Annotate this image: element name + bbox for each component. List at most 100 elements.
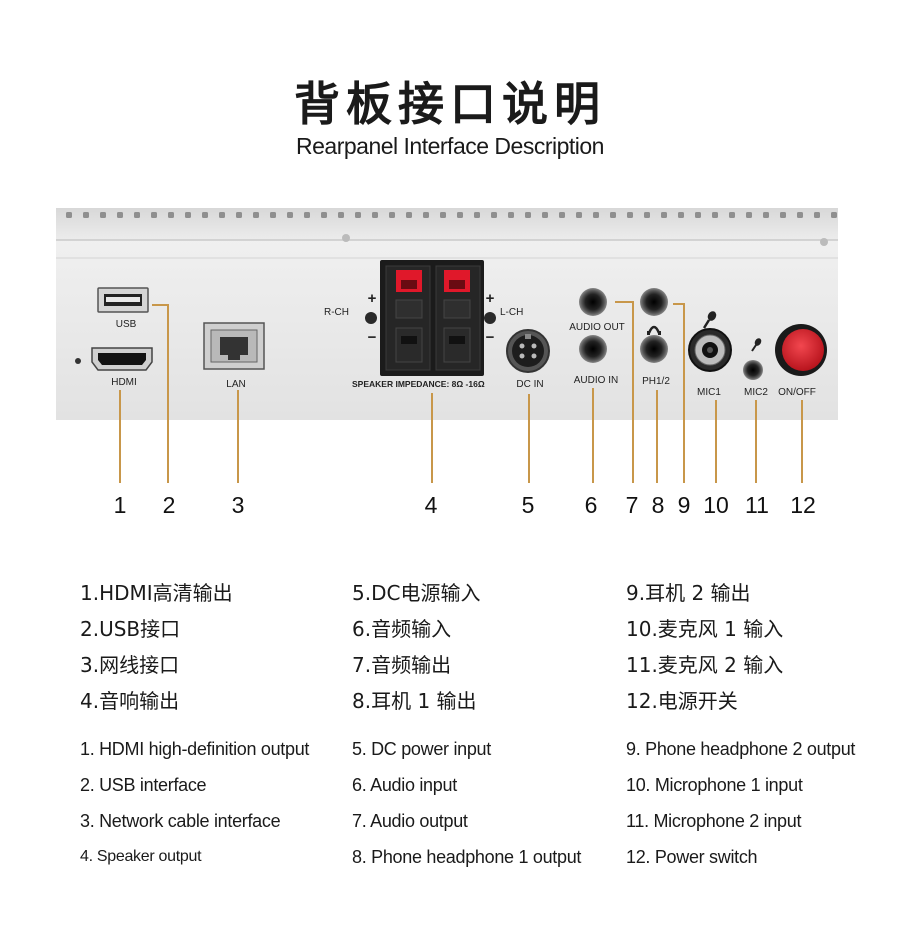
- vent-hole: [593, 212, 599, 218]
- on-off-label: ON/OFF: [778, 387, 816, 398]
- vent-hole: [151, 212, 157, 218]
- screw-icon: [365, 312, 377, 324]
- vent-hole: [372, 212, 378, 218]
- list-item: 8. Phone headphone 1 output: [352, 847, 582, 867]
- list-item: 8.耳机 1 输出: [352, 689, 477, 713]
- vent-hole: [746, 212, 752, 218]
- rear-panel-diagram: USB HDMI LAN + − + − R-CH L-CH SPEAKER I…: [56, 208, 838, 518]
- vent-hole: [440, 212, 446, 218]
- usb-port[interactable]: [97, 287, 149, 313]
- audio-out-label: AUDIO OUT: [569, 322, 625, 333]
- page-title-cn: 背板接口说明: [294, 77, 606, 131]
- vent-hole: [117, 212, 123, 218]
- vent-hole: [202, 212, 208, 218]
- vent-hole: [712, 212, 718, 218]
- screw-icon: [820, 238, 828, 246]
- vent-hole: [321, 212, 327, 218]
- callout-11: 11: [745, 492, 769, 518]
- mic1-label: MIC1: [697, 387, 721, 398]
- list-item: 12.电源开关: [626, 689, 738, 713]
- list-item: 3. Network cable interface: [80, 811, 281, 831]
- audio-in-label: AUDIO IN: [574, 375, 618, 386]
- vent-hole: [576, 212, 582, 218]
- list-item: 1. HDMI high-definition output: [80, 739, 310, 759]
- vent-holes: [66, 212, 837, 218]
- screw-icon: [342, 234, 350, 242]
- hdmi-port[interactable]: [91, 347, 153, 371]
- list-item: 6. Audio input: [352, 775, 457, 795]
- vent-hole: [559, 212, 565, 218]
- audio-out-jack[interactable]: [579, 288, 607, 316]
- l-ch-label: L-CH: [500, 307, 523, 318]
- vent-hole: [355, 212, 361, 218]
- mic2-jack[interactable]: [743, 360, 763, 380]
- vent-hole: [780, 212, 786, 218]
- plus-sign-left: +: [368, 290, 377, 307]
- vent-hole: [100, 212, 106, 218]
- vent-hole: [389, 212, 395, 218]
- ph-label: PH1/2: [642, 376, 670, 387]
- vent-hole: [491, 212, 497, 218]
- lan-port[interactable]: [203, 322, 265, 370]
- r-ch-label: R-CH: [324, 307, 349, 318]
- vent-hole: [831, 212, 837, 218]
- list-item: 7.音频输出: [352, 653, 452, 677]
- mic-icon: [751, 338, 762, 352]
- page-title-en: Rearpanel Interface Description: [296, 133, 604, 159]
- callout-1: 1: [114, 492, 127, 518]
- mic1-jack[interactable]: [688, 328, 732, 372]
- list-item: 3.网线接口: [80, 653, 180, 677]
- speaker-terminal-block[interactable]: [380, 260, 484, 376]
- list-item: 2. USB interface: [80, 775, 207, 795]
- list-item: 10. Microphone 1 input: [626, 775, 803, 795]
- cn-list-col-2: 5.DC电源输入 6.音频输入 7.音频输出 8.耳机 1 输出: [352, 575, 480, 719]
- dc-in-label: DC IN: [516, 379, 543, 390]
- callout-5: 5: [522, 492, 535, 518]
- en-list-col-3: 9. Phone headphone 2 output 10. Micropho…: [626, 731, 855, 875]
- power-button[interactable]: [775, 324, 827, 376]
- callout-7: 7: [626, 492, 639, 518]
- headphone-1-jack[interactable]: [640, 288, 668, 316]
- vent-hole: [525, 212, 531, 218]
- vent-hole: [219, 212, 225, 218]
- vent-hole: [797, 212, 803, 218]
- lan-label: LAN: [226, 379, 245, 390]
- vent-hole: [236, 212, 242, 218]
- vent-hole: [304, 212, 310, 218]
- list-item: 9.耳机 2 输出: [626, 581, 751, 605]
- list-item: 5.DC电源输入: [352, 581, 481, 605]
- mic-icon: [702, 311, 717, 329]
- list-item: 1.HDMI高清输出: [80, 581, 233, 605]
- vent-hole: [542, 212, 548, 218]
- vent-hole: [678, 212, 684, 218]
- callout-6: 6: [585, 492, 598, 518]
- list-item: 6.音频输入: [352, 617, 452, 641]
- callout-9: 9: [678, 492, 691, 518]
- vent-hole: [287, 212, 293, 218]
- callout-12: 12: [790, 492, 816, 518]
- audio-in-jack[interactable]: [579, 335, 607, 363]
- headphone-2-jack[interactable]: [640, 335, 668, 363]
- callout-3: 3: [232, 492, 245, 518]
- vent-hole: [423, 212, 429, 218]
- plus-sign-right: +: [486, 290, 495, 307]
- list-item: 11.麦克风 2 输入: [626, 653, 784, 677]
- list-item: 9. Phone headphone 2 output: [626, 739, 856, 759]
- vent-hole: [66, 212, 72, 218]
- hdmi-label: HDMI: [111, 377, 137, 388]
- vent-hole: [338, 212, 344, 218]
- en-list-col-2: 5. DC power input 6. Audio input 7. Audi…: [352, 731, 581, 875]
- list-item: 5. DC power input: [352, 739, 491, 759]
- usb-label: USB: [116, 319, 137, 330]
- mic2-label: MIC2: [744, 387, 768, 398]
- callout-2: 2: [163, 492, 176, 518]
- vent-hole: [185, 212, 191, 218]
- cn-list-col-1: 1.HDMI高清输出 2.USB接口 3.网线接口 4.音响输出: [80, 575, 233, 719]
- vent-hole: [406, 212, 412, 218]
- minus-sign-left: −: [368, 329, 377, 346]
- dc-in-port[interactable]: [506, 329, 550, 373]
- indicator-icon: [75, 358, 81, 364]
- list-item: 7. Audio output: [352, 811, 468, 831]
- list-item: 4.音响输出: [80, 689, 180, 713]
- callout-numbers: 1 2 3 4 5 6 7 8 9 10 11 12: [114, 492, 816, 518]
